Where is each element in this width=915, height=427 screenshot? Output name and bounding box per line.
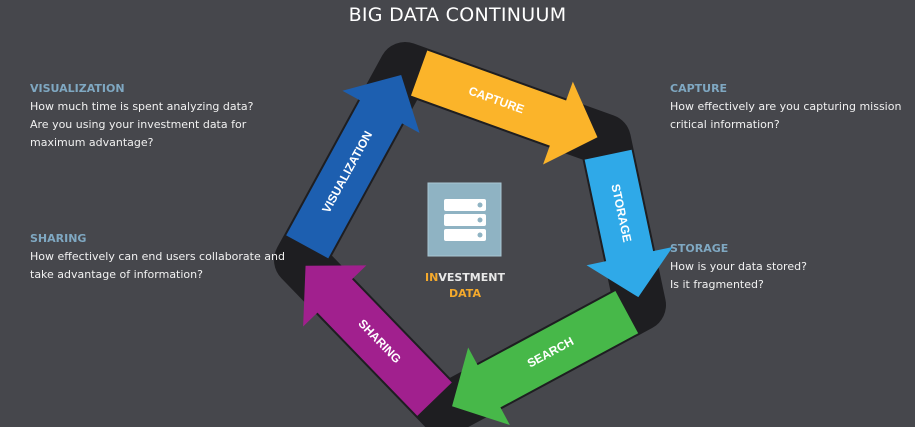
arrow-shape [410,50,598,165]
stage-arrow-search: SEARCH [452,290,639,426]
center-label: INVESTMENT DATA [400,270,530,302]
page-title: BIG DATA CONTINUUM [348,4,567,26]
server-stack-icon [427,182,502,257]
sharing-line: take advantage of information? [30,268,203,281]
capture-line: critical information? [670,118,780,131]
arrow-shape [584,149,673,298]
arrow-shape [452,290,639,426]
arrow-shape [286,75,420,259]
stage-arrow-sharing: SHARING [303,265,452,416]
stage-arrow-capture: CAPTURE [410,50,598,165]
sharing-block: SHARING How effectively can end users co… [30,230,285,284]
storage-heading: STORAGE [670,242,729,255]
visualization-line: Are you using your investment data for [30,118,247,131]
center-label-rest: VESTMENT [438,271,505,284]
storage-block: STORAGE How is your data stored? Is it f… [670,240,807,294]
visualization-line: How much time is spent analyzing data? [30,100,254,113]
sharing-heading: SHARING [30,232,87,245]
capture-line: How effectively are you capturing missio… [670,100,902,113]
visualization-line: maximum advantage? [30,136,154,149]
storage-line: Is it fragmented? [670,278,764,291]
arrow-shape [303,265,452,416]
stage-arrow-storage: STORAGE [584,149,673,298]
sharing-line: How effectively can end users collaborat… [30,250,285,263]
center-label-prefix: IN [425,271,439,284]
capture-heading: CAPTURE [670,82,728,95]
capture-block: CAPTURE How effectively are you capturin… [670,80,901,134]
visualization-heading: VISUALIZATION [30,82,125,95]
storage-line: How is your data stored? [670,260,807,273]
visualization-block: VISUALIZATION How much time is spent ana… [30,80,254,152]
center-label-line2: DATA [449,287,481,300]
